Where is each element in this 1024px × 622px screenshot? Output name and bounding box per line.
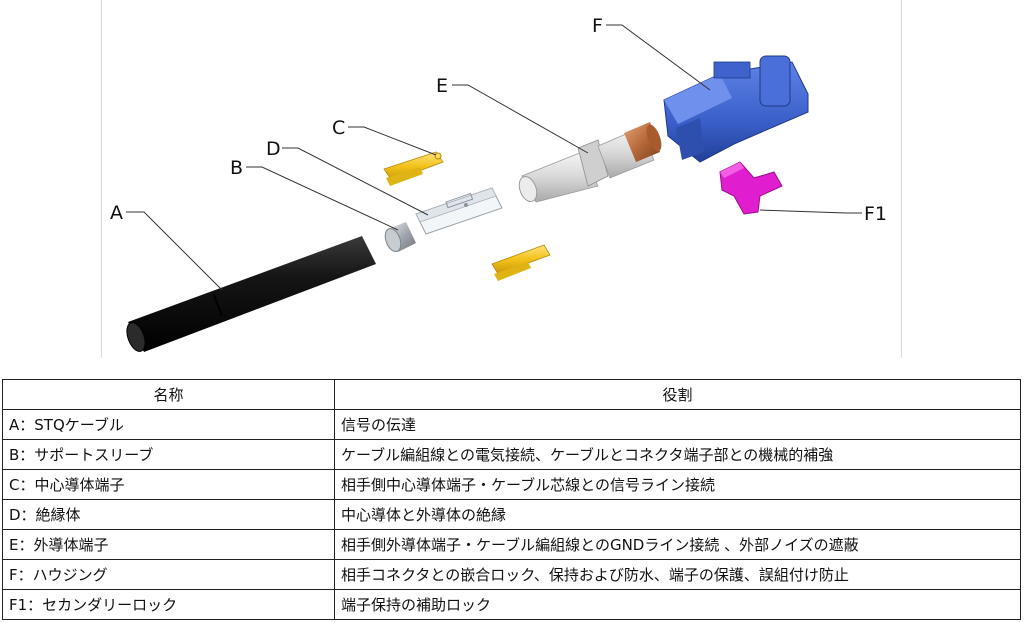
label-f: F	[592, 15, 603, 37]
label-c: C	[332, 117, 345, 139]
part-role: 相手側外導体端子・ケーブル編組線とのGNDライン接続 、外部ノイズの遮蔽	[334, 529, 1021, 560]
part-role: ケーブル編組線との電気接続、ケーブルとコネクタ端子部との機械的補強	[334, 439, 1021, 470]
label-f1: F1	[864, 203, 887, 225]
part-name: D：絶縁体	[2, 499, 335, 530]
housing-part-f	[663, 55, 809, 163]
header-name: 名称	[2, 379, 335, 410]
part-role: 相手コネクタとの嵌合ロック、保持および防水、端子の保護、誤組付け防止	[334, 559, 1021, 590]
cable-part-a	[126, 236, 376, 352]
part-role: 信号の伝達	[334, 409, 1021, 440]
header-role: 役割	[334, 379, 1021, 410]
exploded-connector-diagram: A B C D E F F1	[110, 15, 887, 352]
insulator-part-d	[415, 187, 503, 235]
table-row: F：ハウジング 相手コネクタとの嵌合ロック、保持および防水、端子の保護、誤組付け…	[2, 559, 1021, 590]
support-sleeve-part-b	[384, 222, 416, 253]
label-b: B	[230, 157, 243, 179]
part-role: 端子保持の補助ロック	[334, 589, 1021, 620]
label-d: D	[266, 138, 281, 160]
secondary-lock-part-f1	[719, 161, 783, 215]
frame-left-line	[101, 0, 102, 358]
part-name: E：外導体端子	[2, 529, 335, 560]
part-name: B：サポートスリーブ	[2, 439, 335, 470]
part-name: C：中心導体端子	[2, 469, 335, 500]
outer-terminal-part-e	[518, 122, 662, 203]
label-a: A	[110, 202, 123, 224]
part-role: 中心導体と外導体の絶縁	[334, 499, 1021, 530]
label-e: E	[436, 75, 448, 97]
part-role: 相手側中心導体端子・ケーブル芯線との信号ライン接続	[334, 469, 1021, 500]
part-name: A：STQケーブル	[2, 409, 335, 440]
table-row: C：中心導体端子 相手側中心導体端子・ケーブル芯線との信号ライン接続	[2, 469, 1021, 500]
table-header-row: 名称 役割	[2, 379, 1021, 410]
table-row: A：STQケーブル 信号の伝達	[2, 409, 1021, 440]
center-terminal-part-c-mate	[491, 244, 551, 281]
center-terminal-part-c	[383, 151, 444, 186]
leader-lines	[126, 24, 862, 291]
table-row: E：外導体端子 相手側外導体端子・ケーブル編組線とのGNDライン接続 、外部ノイ…	[2, 529, 1021, 560]
part-name: F1：セカンダリーロック	[2, 589, 335, 620]
table-row: B：サポートスリーブ ケーブル編組線との電気接続、ケーブルとコネクタ端子部との機…	[2, 439, 1021, 470]
part-name: F：ハウジング	[2, 559, 335, 590]
table-row: F1：セカンダリーロック 端子保持の補助ロック	[2, 589, 1021, 620]
parts-table: 名称 役割 A：STQケーブル 信号の伝達 B：サポートスリーブ ケーブル編組線…	[2, 379, 1021, 620]
table-row: D：絶縁体 中心導体と外導体の絶縁	[2, 499, 1021, 530]
frame-right-line	[901, 0, 902, 358]
